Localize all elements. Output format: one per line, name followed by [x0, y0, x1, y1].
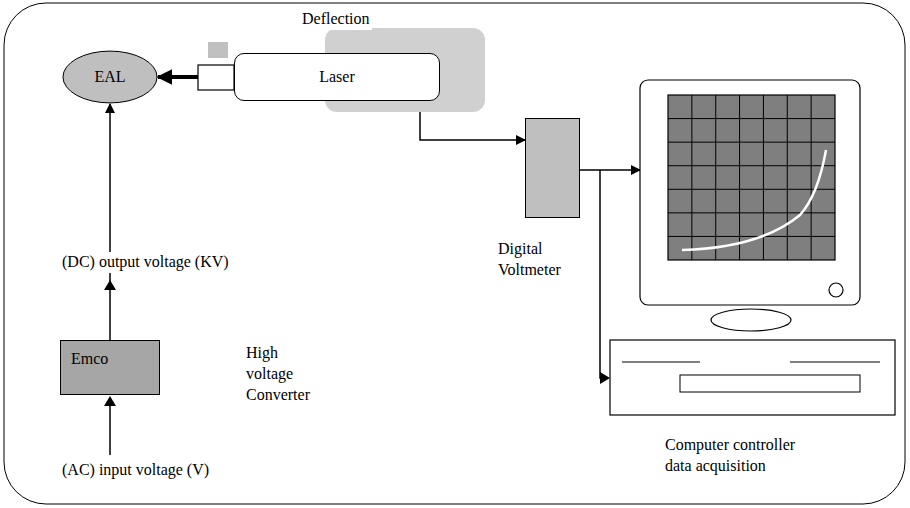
node-label: Laser	[319, 67, 355, 88]
laser-box: Laser	[234, 53, 440, 101]
case-line	[622, 362, 700, 363]
grid-line	[739, 95, 740, 260]
converter-box: EmcoHigh voltage Converter	[60, 340, 160, 395]
node-label: Digital Voltmeter	[498, 239, 580, 281]
grid-line	[691, 95, 692, 260]
grid-line	[668, 118, 835, 119]
response-curve	[682, 150, 826, 250]
ellipse-shape	[63, 51, 157, 103]
laser-lens	[198, 65, 234, 90]
grid-line	[668, 165, 835, 166]
grid-line	[668, 212, 835, 213]
grid-line	[715, 95, 716, 260]
grid-line	[668, 142, 835, 143]
branch-wire	[600, 170, 601, 378]
arrow-head	[104, 396, 116, 406]
grid-line	[787, 95, 788, 260]
sample-ellipse: EAL	[62, 50, 158, 104]
monitor-stand	[711, 309, 791, 331]
node-label: Emco	[71, 349, 108, 370]
monitor-body	[640, 80, 860, 305]
signal-arrow	[109, 104, 111, 340]
monitor-screen	[668, 95, 835, 260]
case-line	[790, 362, 880, 363]
grid-line	[811, 95, 812, 260]
node-caption: High voltage Converter	[246, 343, 326, 405]
monitor-knob	[829, 283, 843, 297]
outer-frame	[4, 3, 905, 504]
node-label: Computer controller data acquisition	[665, 435, 815, 477]
signal-arrow	[580, 169, 640, 171]
annotation-label: (AC) input voltage (V)	[60, 460, 211, 481]
laser-mount	[208, 42, 228, 58]
node-label: EAL	[94, 67, 125, 88]
annotation-label: Deflection	[300, 9, 372, 30]
arrow-head	[104, 280, 116, 290]
voltmeter-box: Digital Voltmeter	[525, 118, 580, 218]
computer-unit: Computer controller data acquisition	[640, 80, 860, 330]
arrow-head	[600, 372, 610, 384]
drive-slot	[680, 375, 860, 392]
grid-line	[668, 236, 835, 237]
computer-case	[610, 340, 895, 415]
grid-line	[668, 189, 835, 190]
screen-grid	[668, 95, 835, 260]
input-arrow	[109, 404, 111, 455]
edge-label: (DC) output voltage (KV)	[60, 252, 231, 273]
